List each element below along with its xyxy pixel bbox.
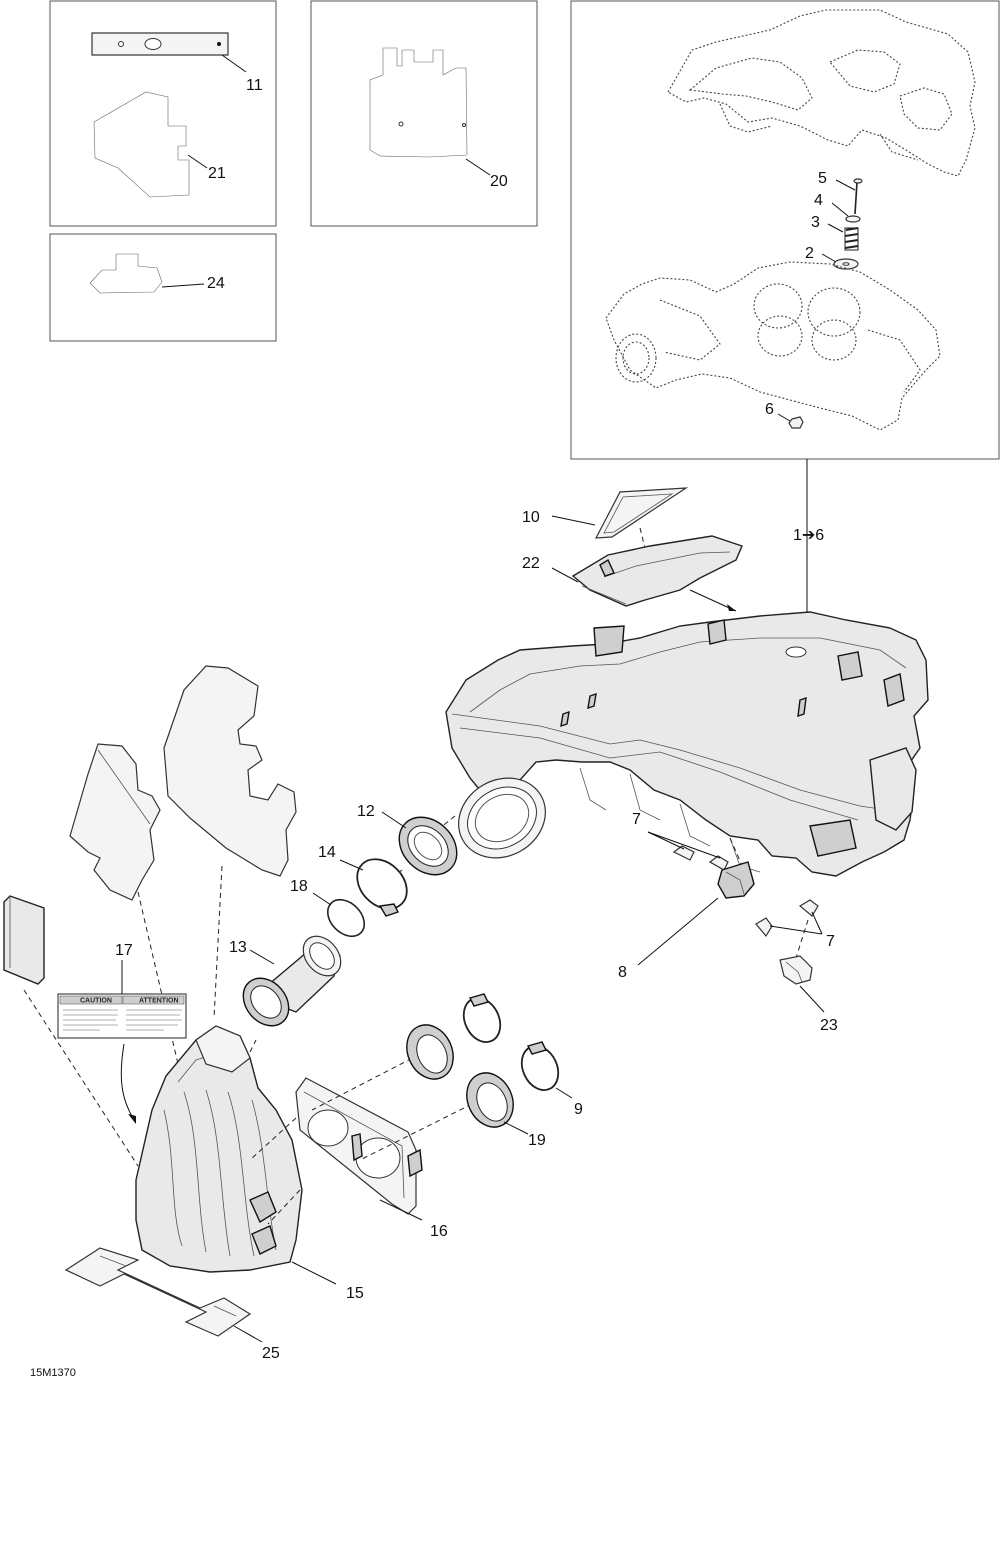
part-21-heat-shield-exploded (69, 743, 161, 901)
callout-18: 18 (290, 878, 308, 895)
callout-19: 19 (528, 1132, 546, 1149)
callout-20: 20 (490, 173, 508, 190)
part-14-clamp (356, 858, 408, 917)
inset-box-1-6: 5 4 3 2 6 (570, 0, 1000, 460)
figure-code: 15M1370 (30, 1367, 76, 1379)
parts-2-5-fastener-stack (833, 178, 863, 270)
part-7-clip-b (708, 855, 729, 871)
callout-7a: 7 (632, 811, 641, 828)
part-10-gasket (594, 487, 689, 539)
callout-8: 8 (618, 964, 627, 981)
callout-22: 22 (522, 555, 540, 572)
label-caution-text: CAUTION (80, 998, 112, 1005)
part-15-intake-silencer (135, 1025, 303, 1273)
part-13-intake-tube (242, 935, 342, 1027)
part-25-pad (64, 1247, 252, 1337)
callout-4: 4 (814, 192, 823, 209)
airbox-main-housing (445, 611, 929, 877)
part-8-bracket (717, 861, 755, 899)
callout-25: 25 (262, 1345, 280, 1362)
inset-box-20: 20 (310, 0, 538, 227)
filter-element (3, 895, 45, 985)
part-11-strip (91, 32, 229, 56)
callout-12: 12 (357, 803, 375, 820)
callout-3: 3 (811, 214, 820, 231)
callout-13: 13 (229, 939, 247, 956)
callout-21: 21 (208, 165, 226, 182)
callout-6: 6 (765, 401, 774, 418)
part-17-caution-label: CAUTION ATTENTION (57, 993, 187, 1039)
callout-7b: 7 (826, 933, 835, 950)
callout-9: 9 (574, 1101, 583, 1118)
part-9-clamp-lower (520, 1041, 560, 1091)
part-22-cover (571, 535, 743, 607)
part-7-clip-d (798, 899, 819, 917)
part-6-nut (788, 416, 804, 429)
part-9-clamp-upper (462, 993, 502, 1043)
callout-2: 2 (805, 245, 814, 262)
callout-range-1-6: 1➔6 (793, 527, 824, 544)
part-19-seal-lower (466, 1072, 514, 1128)
callout-10: 10 (522, 509, 540, 526)
part-18-o-ring (326, 898, 366, 938)
callout-5: 5 (818, 170, 827, 187)
part-16-mounting-plate (295, 1077, 423, 1215)
callout-15: 15 (346, 1285, 364, 1302)
callout-17: 17 (115, 942, 133, 959)
callout-11: 11 (246, 77, 263, 94)
inset-box-24: 24 (49, 233, 277, 342)
part-1-upper-cover (667, 9, 976, 177)
callout-14: 14 (318, 844, 336, 861)
part-24-foam (89, 253, 163, 294)
part-23-damper (779, 955, 813, 985)
callout-23: 23 (820, 1017, 838, 1034)
inset-box-11-21: 11 21 (49, 0, 277, 227)
label-attention-text: ATTENTION (139, 998, 179, 1005)
part-1-lower-base (605, 261, 941, 431)
part-7-clip-c (755, 917, 773, 938)
part-21-heat-shield (93, 91, 190, 198)
part-20-heat-shield (369, 47, 468, 158)
callout-24: 24 (207, 275, 225, 292)
part-19-seal-upper (406, 1024, 454, 1080)
part-7-clip-a (672, 845, 695, 861)
callout-16: 16 (430, 1223, 448, 1240)
part-12-seal-ring (398, 816, 458, 876)
part-20-heat-shield-exploded (163, 665, 297, 877)
